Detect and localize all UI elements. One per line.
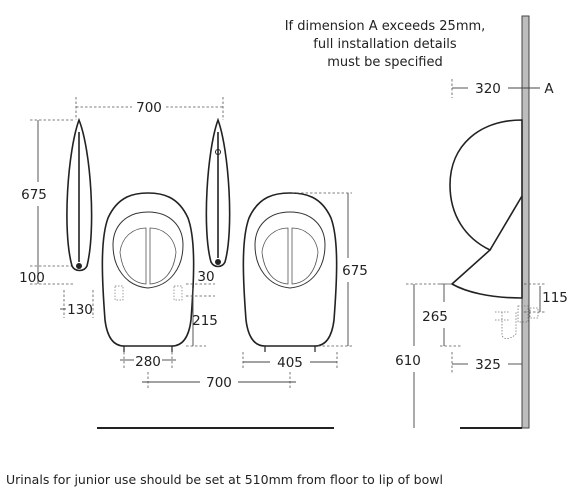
dim-label-700-top: 700 xyxy=(136,100,162,116)
dim-label-215: 215 xyxy=(192,313,218,329)
dim-label-325: 325 xyxy=(475,357,501,373)
dim-405: 405 xyxy=(242,352,338,371)
urinal-front-1 xyxy=(101,192,195,352)
dim-label-115: 115 xyxy=(542,290,568,306)
dim-label-265: 265 xyxy=(422,309,448,325)
urinal-side-profile xyxy=(449,119,523,299)
note-line-1: If dimension A exceeds 25mm, xyxy=(285,19,486,34)
note-line-3: must be specified xyxy=(327,55,443,70)
middle-slab xyxy=(205,117,231,268)
urinal-front-2 xyxy=(242,192,338,352)
dim-115: 115 xyxy=(524,283,568,313)
dim-label-675-right: 675 xyxy=(342,263,368,279)
dim-bottom-700: 700 xyxy=(142,372,296,391)
wall xyxy=(521,15,530,429)
dim-label-30: 30 xyxy=(197,269,214,285)
dim-label-130: 130 xyxy=(67,302,93,318)
dim-280: 280 xyxy=(120,352,176,370)
waste-trap xyxy=(495,305,539,339)
caption: Urinals for junior use should be set at … xyxy=(6,472,443,487)
dim-label-100: 100 xyxy=(19,270,45,286)
dim-label-700-bottom: 700 xyxy=(206,375,232,391)
dim-label-320: 320 xyxy=(475,81,501,97)
dim-left-675: 675 100 xyxy=(19,119,74,286)
dim-30-215: 30 215 xyxy=(186,269,218,347)
dim-130: 130 xyxy=(60,290,94,318)
dim-325: 325 xyxy=(451,352,522,374)
note-line-2: full installation details xyxy=(313,37,457,52)
left-slab xyxy=(66,117,93,272)
dim-label-A: A xyxy=(544,81,554,97)
dim-265: 265 xyxy=(422,283,462,347)
dim-label-610: 610 xyxy=(395,353,421,369)
dim-label-280: 280 xyxy=(135,354,161,370)
dim-label-405: 405 xyxy=(277,355,303,371)
dim-right-675: 675 xyxy=(292,192,368,347)
dim-610: 610 xyxy=(395,283,452,428)
dim-320-A: 320 A xyxy=(451,79,554,98)
dim-top-700: 700 xyxy=(75,97,224,120)
dim-label-675-left: 675 xyxy=(21,187,47,203)
